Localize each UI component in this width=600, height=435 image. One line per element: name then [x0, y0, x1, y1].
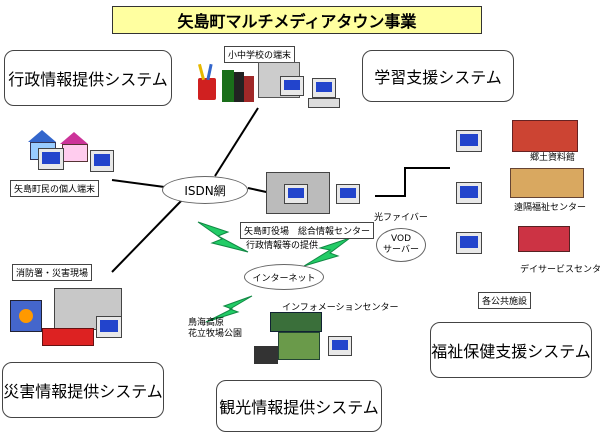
- fiber-link: [375, 167, 450, 197]
- gyousei-system-box: 行政情報提供システム: [4, 50, 172, 106]
- fire-station-cluster: [6, 282, 136, 356]
- fire-truck-icon: [42, 328, 94, 346]
- book-icon: [234, 72, 244, 102]
- museum-building-icon: [512, 120, 578, 152]
- computer-icon: [336, 184, 360, 204]
- school-link: [214, 107, 259, 177]
- house-icon: [62, 144, 88, 162]
- fukushi-system-box: 福祉保健支援システム: [430, 322, 592, 378]
- fire-station-label: 消防署・災害現場: [12, 264, 93, 281]
- center-cluster: [262, 166, 372, 218]
- residents-cluster: [14, 128, 114, 176]
- park-scene-icon: [278, 332, 320, 360]
- fire-link: [111, 199, 183, 273]
- pencil-cup-icon: [198, 78, 216, 100]
- chokai-label: 鳥海高原 花立牧場公園: [188, 318, 243, 339]
- internet-node: インターネット: [244, 264, 324, 290]
- book-icon: [244, 76, 254, 102]
- computer-icon: [90, 150, 114, 172]
- enkaku-label: 遠隔福祉センター: [514, 203, 587, 213]
- computer-icon: [284, 184, 308, 204]
- house-roof-icon: [60, 132, 88, 144]
- saigai-system-box: 災害情報提供システム: [2, 362, 164, 418]
- day-service-label: デイサービスセンター: [520, 265, 600, 275]
- lightning-internet: [205, 295, 253, 323]
- keyboard-icon: [308, 98, 340, 108]
- isdn-network-node: ISDN網: [162, 176, 248, 204]
- vod-server: VOD サーバー: [376, 228, 426, 262]
- computer-icon: [456, 232, 482, 254]
- day-service-building-icon: [518, 226, 570, 252]
- computer-icon: [328, 336, 352, 356]
- welfare-center-building-icon: [510, 168, 584, 198]
- center-label: 矢島町役場 総合情報センター: [240, 222, 375, 239]
- school-cluster: [196, 62, 346, 108]
- computer-icon: [96, 316, 122, 338]
- computer-icon: [456, 182, 482, 204]
- kanko-system-box: 観光情報提供システム: [216, 380, 382, 432]
- lightning-center-left: [197, 221, 249, 253]
- fiber-label: 光ファイバー: [374, 213, 428, 223]
- center-sub-label: 行政情報等の提供: [246, 241, 319, 251]
- kyodo-label: 郷土資料館: [530, 153, 576, 163]
- train-icon: [270, 312, 322, 332]
- info-center-label: インフォメーションセンター: [282, 303, 399, 313]
- book-icon: [222, 70, 234, 102]
- house-roof-icon: [28, 130, 56, 142]
- computer-icon: [456, 130, 482, 152]
- gakushu-system-box: 学習支援システム: [362, 50, 514, 102]
- public-facilities-label: 各公共施設: [478, 292, 532, 309]
- disaster-scene-icon: [10, 300, 42, 332]
- page-title: 矢島町マルチメディアタウン事業: [112, 6, 482, 34]
- residents-terminal-label: 矢島町民の個人端末: [10, 180, 100, 197]
- computer-icon: [38, 148, 64, 170]
- computer-icon: [280, 76, 304, 96]
- public-facilities-cluster: [452, 112, 592, 280]
- camera-icon: [254, 346, 278, 364]
- computer-icon: [312, 78, 336, 98]
- tourism-cluster: [248, 312, 358, 370]
- school-terminal-label: 小中学校の端末: [224, 46, 296, 63]
